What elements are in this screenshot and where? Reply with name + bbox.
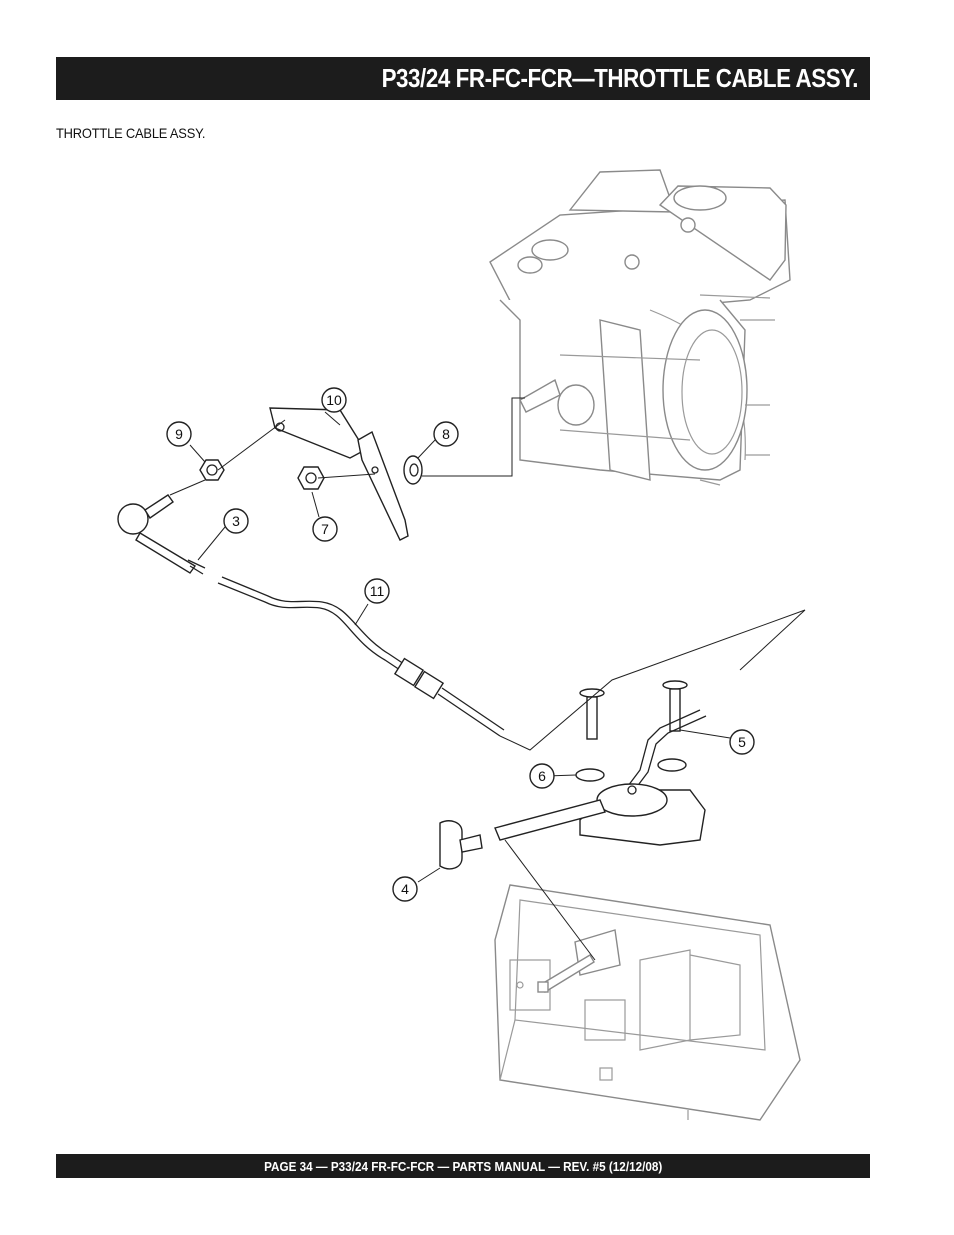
callout-5: 5 [729, 729, 755, 755]
callout-label: 6 [538, 768, 546, 784]
lock-washers-6 [575, 758, 687, 782]
callout-label: 3 [232, 513, 240, 529]
callout-label: 8 [442, 426, 450, 442]
callout-9: 9 [166, 421, 192, 447]
callout-4: 4 [392, 876, 418, 902]
engine-illustration [489, 169, 791, 486]
throttle-bracket [269, 407, 409, 541]
callout-6: 6 [529, 763, 555, 789]
callout-3: 3 [223, 508, 249, 534]
throttle-rod-3 [117, 494, 206, 575]
screws-5 [579, 680, 688, 740]
callout-11: 11 [364, 578, 390, 604]
callout-label: 7 [321, 521, 329, 537]
page-footer-bar: PAGE 34 — P33/24 FR-FC-FCR — PARTS MANUA… [56, 1154, 870, 1178]
throttle-cable-11 [217, 576, 505, 737]
page-header-bar: P33/24 FR-FC-FCR—THROTTLE CABLE ASSY. [56, 57, 870, 100]
control-box-illustration [494, 884, 801, 1121]
page-footer-text: PAGE 34 — P33/24 FR-FC-FCR — PARTS MANUA… [263, 1158, 663, 1174]
callout-label: 5 [738, 734, 746, 750]
callout-label: 4 [401, 881, 409, 897]
page-title: P33/24 FR-FC-FCR—THROTTLE CABLE ASSY. [381, 63, 859, 93]
callout-7: 7 [312, 516, 338, 542]
callout-label: 9 [175, 426, 183, 442]
callout-10: 10 [321, 387, 347, 413]
leader-lines [169, 397, 806, 961]
callout-label: 10 [326, 392, 342, 408]
callout-label: 11 [370, 583, 385, 599]
callout-8: 8 [433, 421, 459, 447]
throttle-lever-assembly [439, 709, 707, 870]
section-label: THROTTLE CABLE ASSY. [56, 125, 206, 141]
nut-9 [199, 459, 225, 481]
washer-8 [403, 455, 423, 485]
